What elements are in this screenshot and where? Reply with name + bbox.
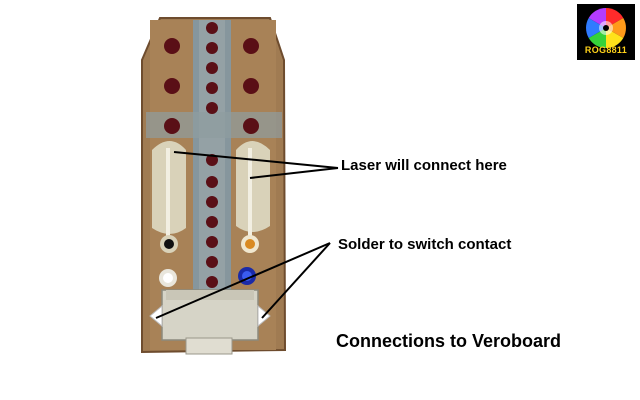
pointer-laser-right <box>249 167 339 179</box>
pointer-solder-right <box>261 242 331 319</box>
holes-left <box>164 38 180 134</box>
pointer-lines <box>155 151 339 319</box>
strip-gap <box>193 20 199 350</box>
colour-wheel-icon <box>586 8 626 48</box>
logo-text: ROG8811 <box>584 45 628 55</box>
laser-pad-right <box>236 141 270 232</box>
holes-right <box>243 38 259 134</box>
switch-foot <box>185 337 233 355</box>
wire-hole-white-inner <box>163 273 173 283</box>
solder-switch-label: Solder to switch contact <box>338 236 512 253</box>
caption-title: Connections to Veroboard <box>336 331 562 351</box>
laser-connect-label: Laser will connect here <box>341 157 507 174</box>
holes-middle <box>206 22 218 288</box>
strip-gap <box>225 20 231 350</box>
pointer-laser-left <box>173 151 339 169</box>
logo: ROG8811 <box>577 4 635 60</box>
wire-hole-black-inner <box>164 239 174 249</box>
wire-hole-orange-inner <box>245 239 255 249</box>
pointer-solder-left <box>155 242 331 319</box>
